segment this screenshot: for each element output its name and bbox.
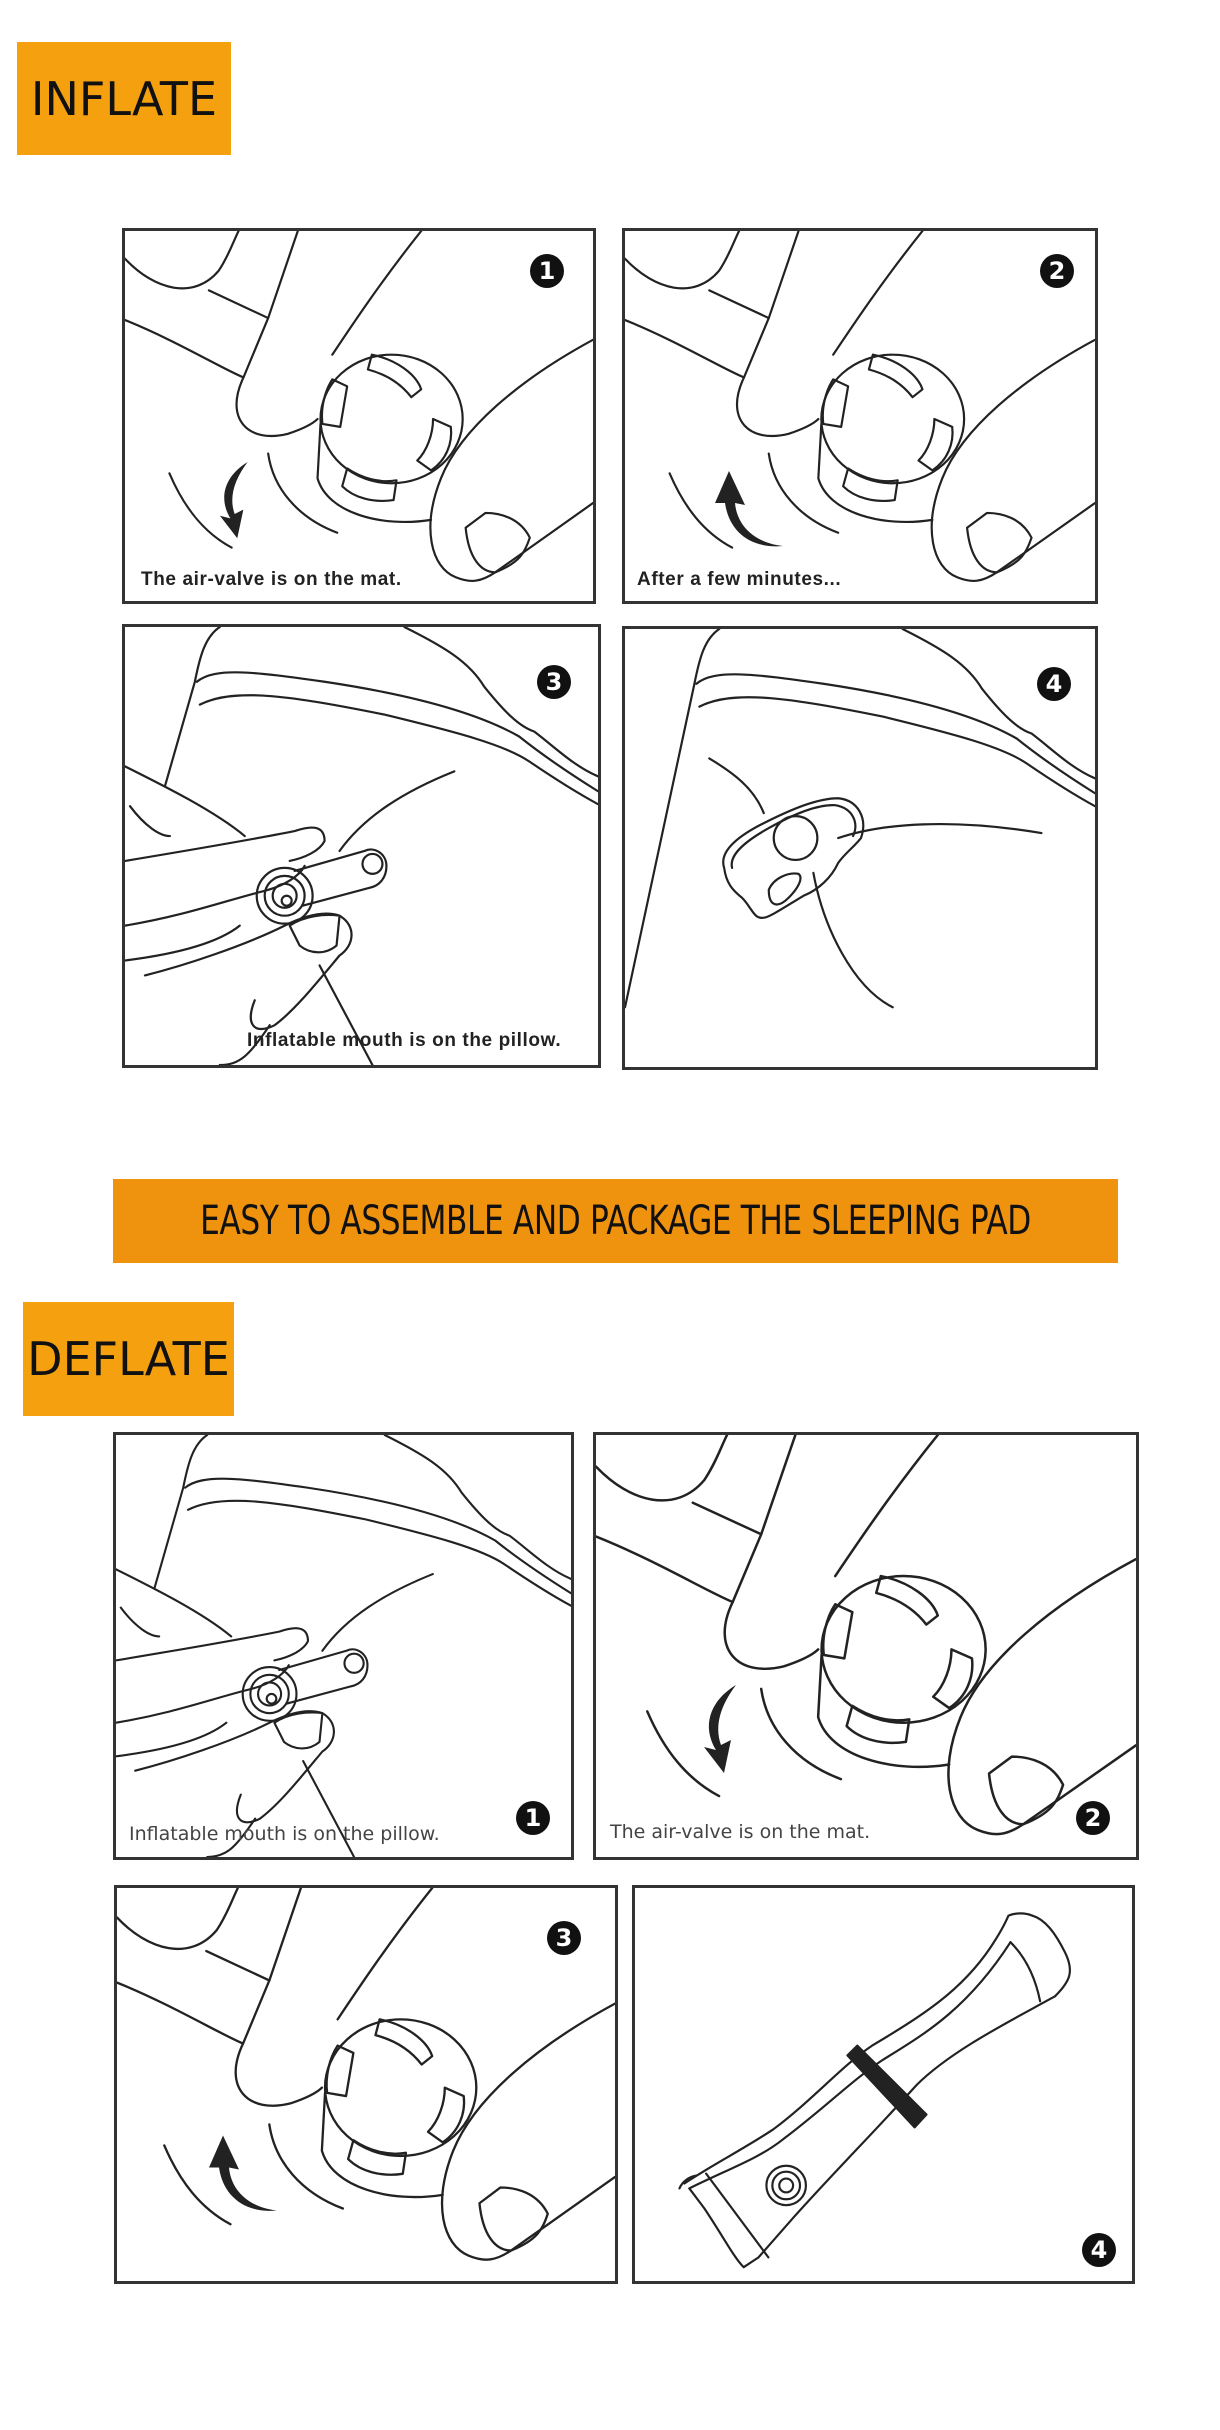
deflate-step-2-panel: 2 The air-valve is on the mat. — [593, 1432, 1139, 1860]
inflate-step-4-panel: 4 — [622, 626, 1098, 1070]
step-number-badge: 4 — [1037, 667, 1071, 701]
inflate-step-1-panel: 1 The air-valve is on the mat. — [122, 228, 596, 604]
step-number-badge: 2 — [1076, 1801, 1110, 1835]
step-number-badge: 3 — [537, 665, 571, 699]
arrow-up-icon — [715, 471, 785, 551]
inflate-step-2-panel: 2 After a few minutes... — [622, 228, 1098, 604]
step-caption: After a few minutes... — [637, 569, 842, 590]
deflate-step-3-panel: 3 — [114, 1885, 618, 2284]
step-caption: The air-valve is on the mat. — [610, 1821, 871, 1843]
inflate-section-title: INFLATE — [17, 42, 231, 155]
deflate-title-text: DEFLATE — [27, 1332, 230, 1386]
feature-banner: EASY TO ASSEMBLE AND PACKAGE THE SLEEPIN… — [113, 1179, 1118, 1263]
step-number-badge: 1 — [516, 1801, 550, 1835]
finger-valve-illustration — [125, 231, 593, 601]
banner-text: EASY TO ASSEMBLE AND PACKAGE THE SLEEPIN… — [200, 1198, 1031, 1244]
step-caption: Inflatable mouth is on the pillow. — [247, 1030, 562, 1051]
step-number-badge: 3 — [547, 1921, 581, 1955]
rolled-pad-illustration — [635, 1888, 1132, 2281]
inflate-title-text: INFLATE — [30, 71, 218, 126]
finger-valve-illustration — [596, 1435, 1136, 1857]
deflate-step-4-panel: 4 — [632, 1885, 1135, 2284]
arrow-down-icon — [696, 1675, 756, 1785]
step-caption: Inflatable mouth is on the pillow. — [129, 1823, 440, 1845]
hand-pillow-valve-illustration — [116, 1435, 571, 1857]
finger-valve-illustration — [117, 1888, 615, 2281]
arrow-down-icon — [213, 456, 265, 546]
deflate-step-1-panel: 1 Inflatable mouth is on the pillow. — [113, 1432, 574, 1860]
step-number-badge: 4 — [1082, 2233, 1116, 2267]
pillow-valve-cap-illustration — [625, 629, 1095, 1067]
step-number-badge: 2 — [1040, 254, 1074, 288]
finger-valve-illustration — [625, 231, 1095, 601]
inflate-step-3-panel: 3 Inflatable mouth is on the pillow. — [122, 624, 601, 1068]
step-caption: The air-valve is on the mat. — [141, 569, 402, 590]
step-number-badge: 1 — [530, 254, 564, 288]
arrow-up-icon — [209, 2133, 279, 2218]
deflate-section-title: DEFLATE — [23, 1302, 234, 1416]
hand-pillow-valve-illustration — [125, 627, 598, 1065]
